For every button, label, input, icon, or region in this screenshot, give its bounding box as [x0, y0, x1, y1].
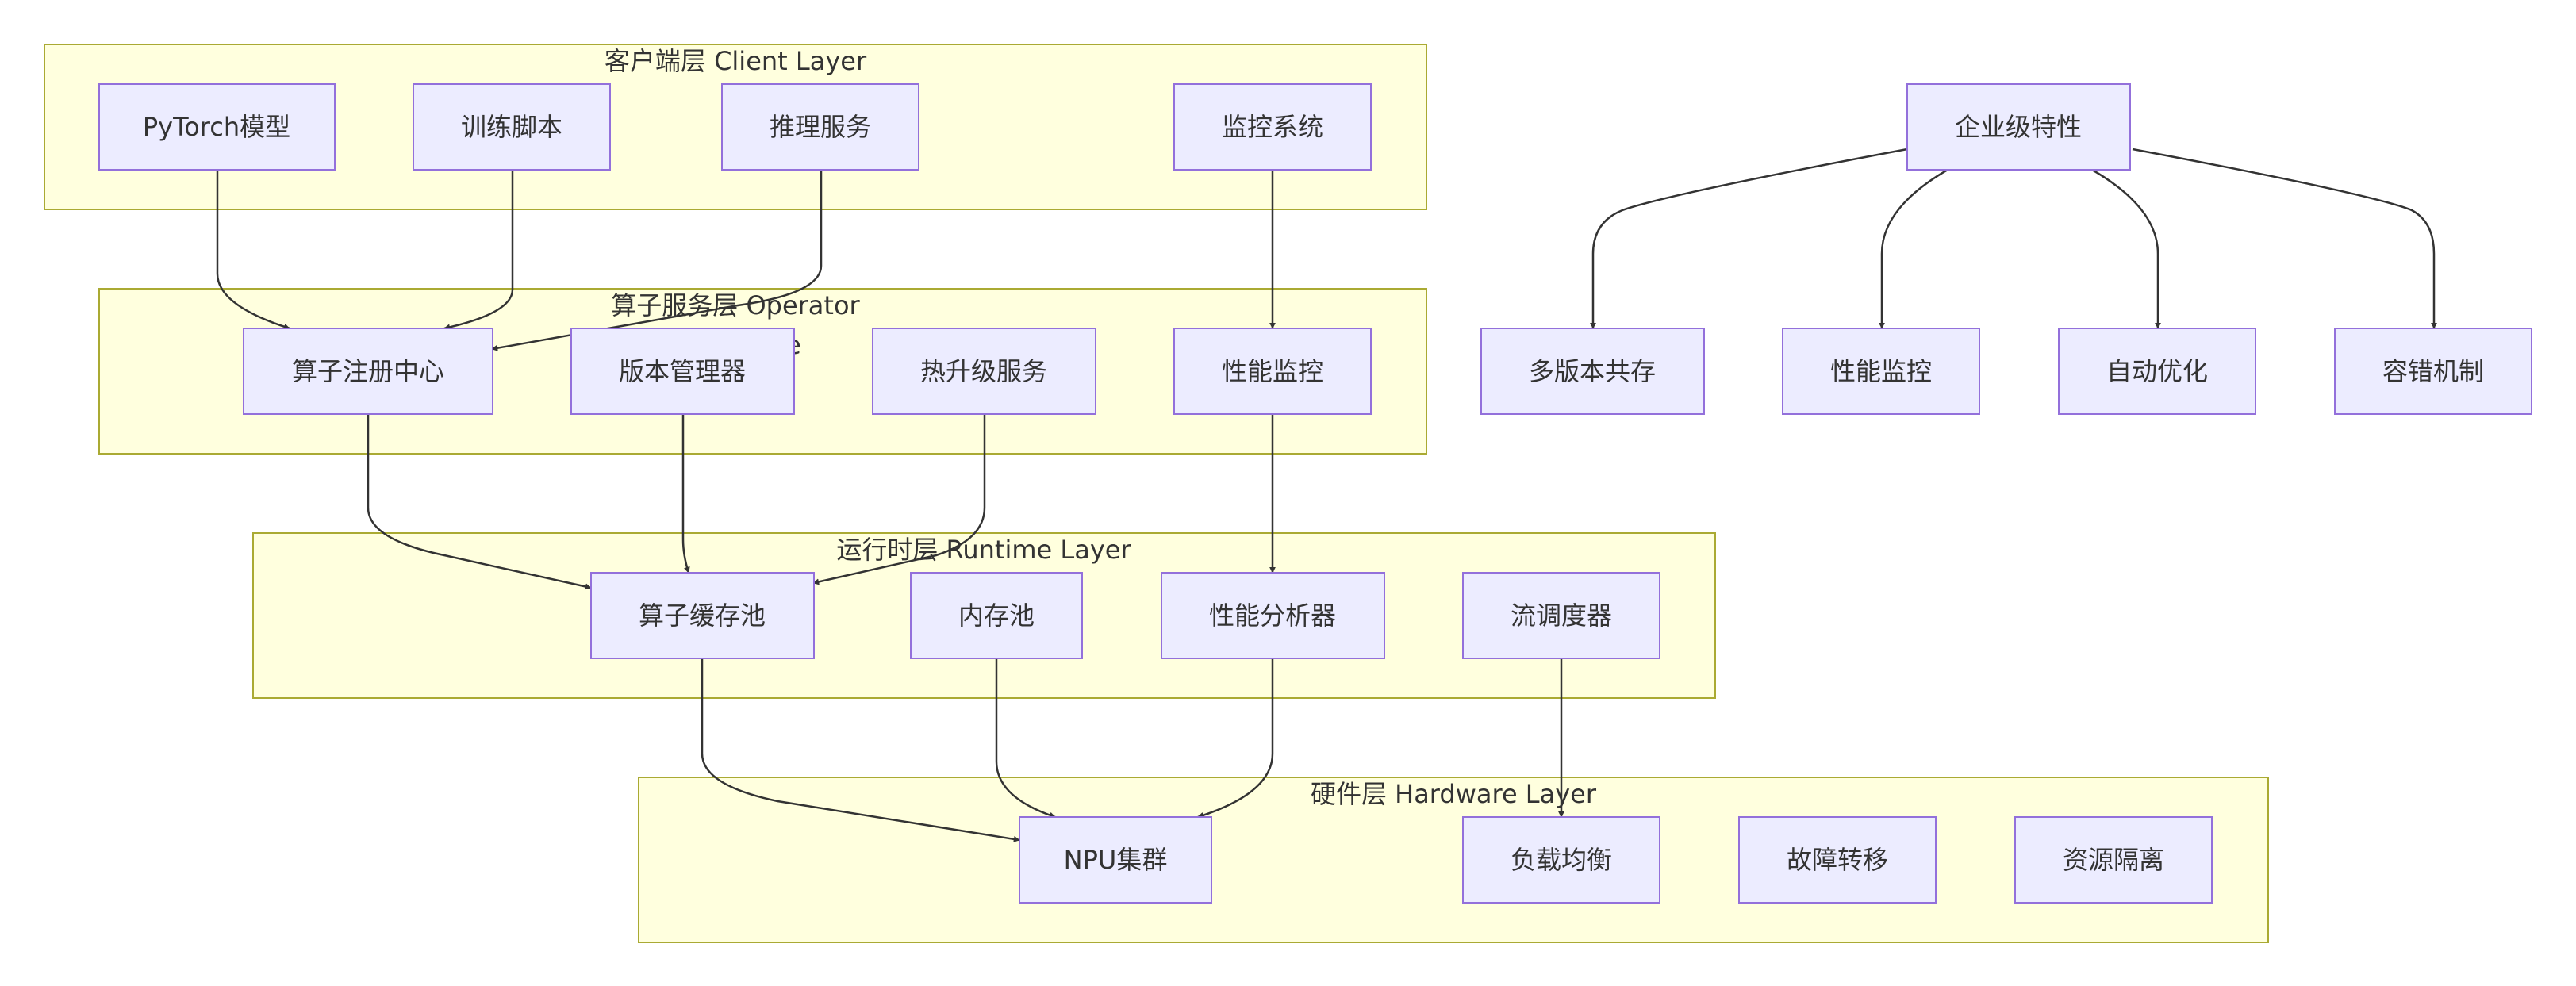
- node-monitoring-system[interactable]: 监控系统: [1173, 83, 1372, 171]
- svg-text:容错机制: 容错机制: [2382, 356, 2484, 386]
- svg-text:热升级服务: 热升级服务: [920, 356, 1047, 386]
- node-inference-service[interactable]: 推理服务: [721, 83, 919, 171]
- svg-text:监控系统: 监控系统: [1222, 112, 1323, 142]
- edge-registry-opcache: [367, 414, 592, 590]
- svg-text:资源隔离: 资源隔离: [2063, 845, 2164, 875]
- svg-text:算子缓存池: 算子缓存池: [639, 600, 766, 631]
- edge-hotupgrade-opcache: [812, 414, 986, 585]
- node-hot-upgrade-service[interactable]: 热升级服务: [872, 328, 1096, 415]
- svg-text:训练脚本: 训练脚本: [461, 112, 562, 142]
- edge-opcache-npu: [701, 658, 1020, 842]
- svg-text:算子注册中心: 算子注册中心: [292, 356, 444, 386]
- cluster-hardware-layer-label: 硬件层 Hardware Layer: [1311, 779, 1597, 809]
- edges: [216, 148, 2437, 842]
- node-multi-version-coexistence[interactable]: 多版本共存: [1480, 328, 1705, 415]
- node-load-balancing[interactable]: 负载均衡: [1462, 816, 1660, 904]
- svg-text:内存池: 内存池: [958, 600, 1035, 631]
- node-version-manager[interactable]: 版本管理器: [570, 328, 795, 415]
- edge-pytorch-registry: [216, 170, 290, 330]
- edge-profiler-npu: [1197, 658, 1274, 819]
- edge-version-opcache: [681, 414, 690, 574]
- nodes: PyTorch模型 训练脚本 推理服务 监控系统 算子注册中心 版本管理器 热升…: [98, 83, 2532, 904]
- svg-text:版本管理器: 版本管理器: [619, 356, 746, 386]
- node-fault-tolerance[interactable]: 容错机制: [2334, 328, 2532, 415]
- node-training-script[interactable]: 训练脚本: [413, 83, 611, 171]
- node-performance-monitor[interactable]: 性能监控: [1173, 328, 1372, 415]
- svg-text:自动优化: 自动优化: [2106, 356, 2208, 386]
- node-profiler[interactable]: 性能分析器: [1161, 572, 1385, 659]
- svg-text:NPU集群: NPU集群: [1064, 845, 1168, 875]
- node-memory-pool[interactable]: 内存池: [910, 572, 1083, 659]
- node-npu-cluster[interactable]: NPU集群: [1019, 816, 1212, 904]
- cluster-hardware-layer: 硬件层 Hardware Layer: [638, 777, 2269, 943]
- node-performance-monitor-2[interactable]: 性能监控: [1782, 328, 1980, 415]
- svg-text:PyTorch模型: PyTorch模型: [143, 112, 290, 142]
- svg-text:企业级特性: 企业级特性: [1955, 112, 2082, 142]
- node-enterprise-features[interactable]: 企业级特性: [1906, 83, 2131, 171]
- edge-infer-registry: [491, 170, 823, 351]
- svg-text:性能分析器: 性能分析器: [1209, 600, 1336, 631]
- svg-text:性能监控: 性能监控: [1222, 356, 1323, 386]
- node-operator-registry[interactable]: 算子注册中心: [243, 328, 493, 415]
- svg-text:推理服务: 推理服务: [770, 112, 871, 142]
- node-operator-cache-pool[interactable]: 算子缓存池: [590, 572, 815, 659]
- node-resource-isolation[interactable]: 资源隔离: [2014, 816, 2213, 904]
- node-failover[interactable]: 故障转移: [1738, 816, 1937, 904]
- edge-enterprise-autoopt: [2091, 168, 2161, 329]
- cluster-runtime-layer-label: 运行时层 Runtime Layer: [836, 535, 1131, 565]
- edge-enterprise-multiver: [1590, 148, 1908, 329]
- node-stream-scheduler[interactable]: 流调度器: [1462, 572, 1660, 659]
- edge-enterprise-faulttol: [2132, 148, 2437, 329]
- edge-mempool-npu: [995, 658, 1056, 819]
- svg-text:性能监控: 性能监控: [1830, 356, 1932, 386]
- node-pytorch-model[interactable]: PyTorch模型: [98, 83, 336, 171]
- svg-text:故障转移: 故障转移: [1787, 845, 1888, 875]
- svg-text:负载均衡: 负载均衡: [1511, 845, 1612, 875]
- edge-enterprise-perfmon2: [1879, 168, 1948, 329]
- node-auto-optimization[interactable]: 自动优化: [2058, 328, 2256, 415]
- edge-train-registry: [443, 170, 514, 331]
- cluster-client-layer-label: 客户端层 Client Layer: [605, 46, 867, 76]
- svg-text:多版本共存: 多版本共存: [1529, 356, 1656, 386]
- svg-text:流调度器: 流调度器: [1511, 600, 1612, 631]
